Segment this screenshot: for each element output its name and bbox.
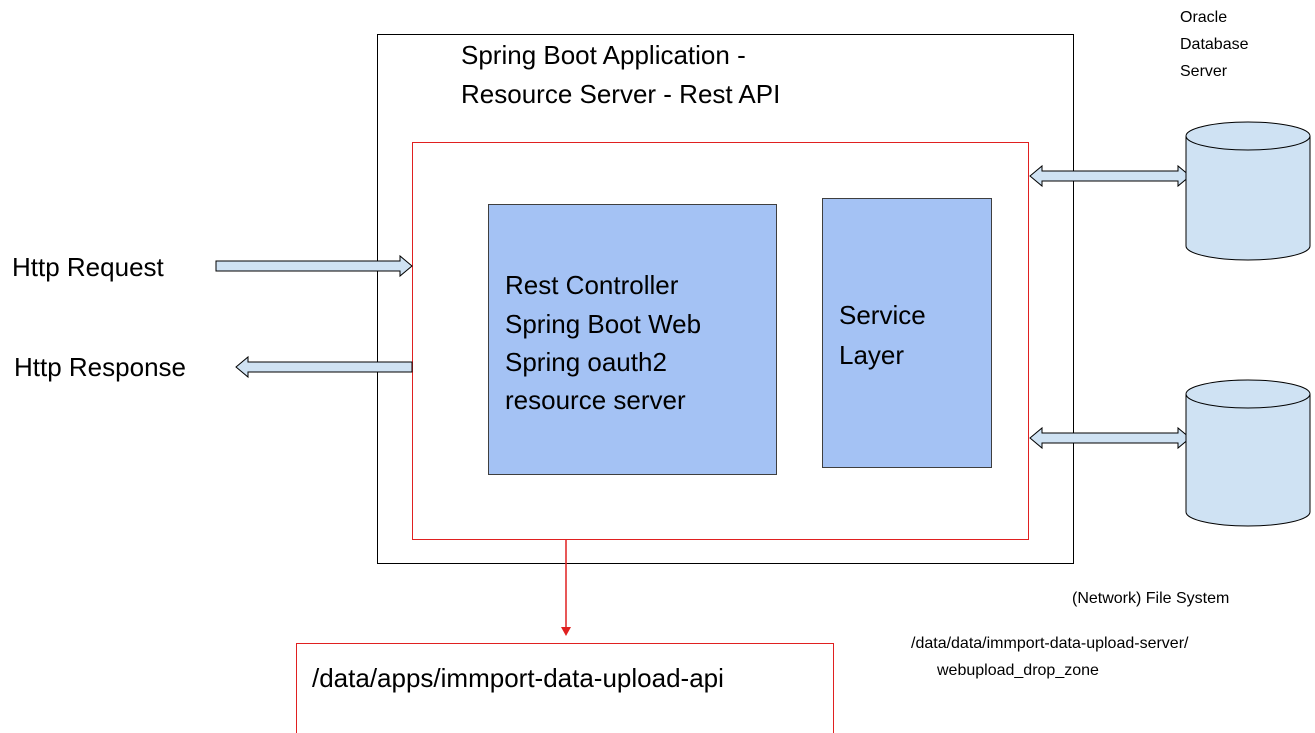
db-double-arrow [1029,164,1191,188]
filesystem-path-line1: /data/data/immport-data-upload-server/ [911,635,1189,652]
filesystem-label: (Network) File System [1072,590,1230,607]
service-layer-box [822,198,992,468]
filesystem-double-arrow [1029,426,1191,450]
deploy-path-label: /data/apps/immport-data-upload-api [312,663,724,693]
application-boundary-box [412,142,1029,540]
app-title-line1: Spring Boot Application - [461,40,746,70]
http-response-label: Http Response [14,352,186,382]
controller-line4: resource server [505,385,686,415]
deploy-path-box [296,643,834,733]
http-response-arrow [235,355,413,379]
oracle-database-cylinder [1185,121,1311,261]
service-line2: Layer [839,340,905,370]
rest-controller-box [488,204,777,475]
controller-line3: Spring oauth2 [505,347,667,377]
controller-line1: Rest Controller [505,270,679,300]
http-request-arrow [215,254,413,278]
connector-layer [215,121,1311,636]
spring-boot-application-box [377,34,1074,564]
deploy-connector-arrowhead [561,627,571,636]
oracle-line2: Database [1180,36,1249,53]
http-request-label: Http Request [12,252,164,282]
filesystem-path-line2: webupload_drop_zone [937,662,1099,679]
controller-line2: Spring Boot Web [505,309,702,339]
app-title-line2: Resource Server - Rest API [461,79,781,109]
oracle-line1: Oracle [1180,9,1228,26]
service-line1: Service [839,300,926,330]
filesystem-cylinder [1185,379,1311,527]
oracle-line3: Server [1180,63,1228,80]
